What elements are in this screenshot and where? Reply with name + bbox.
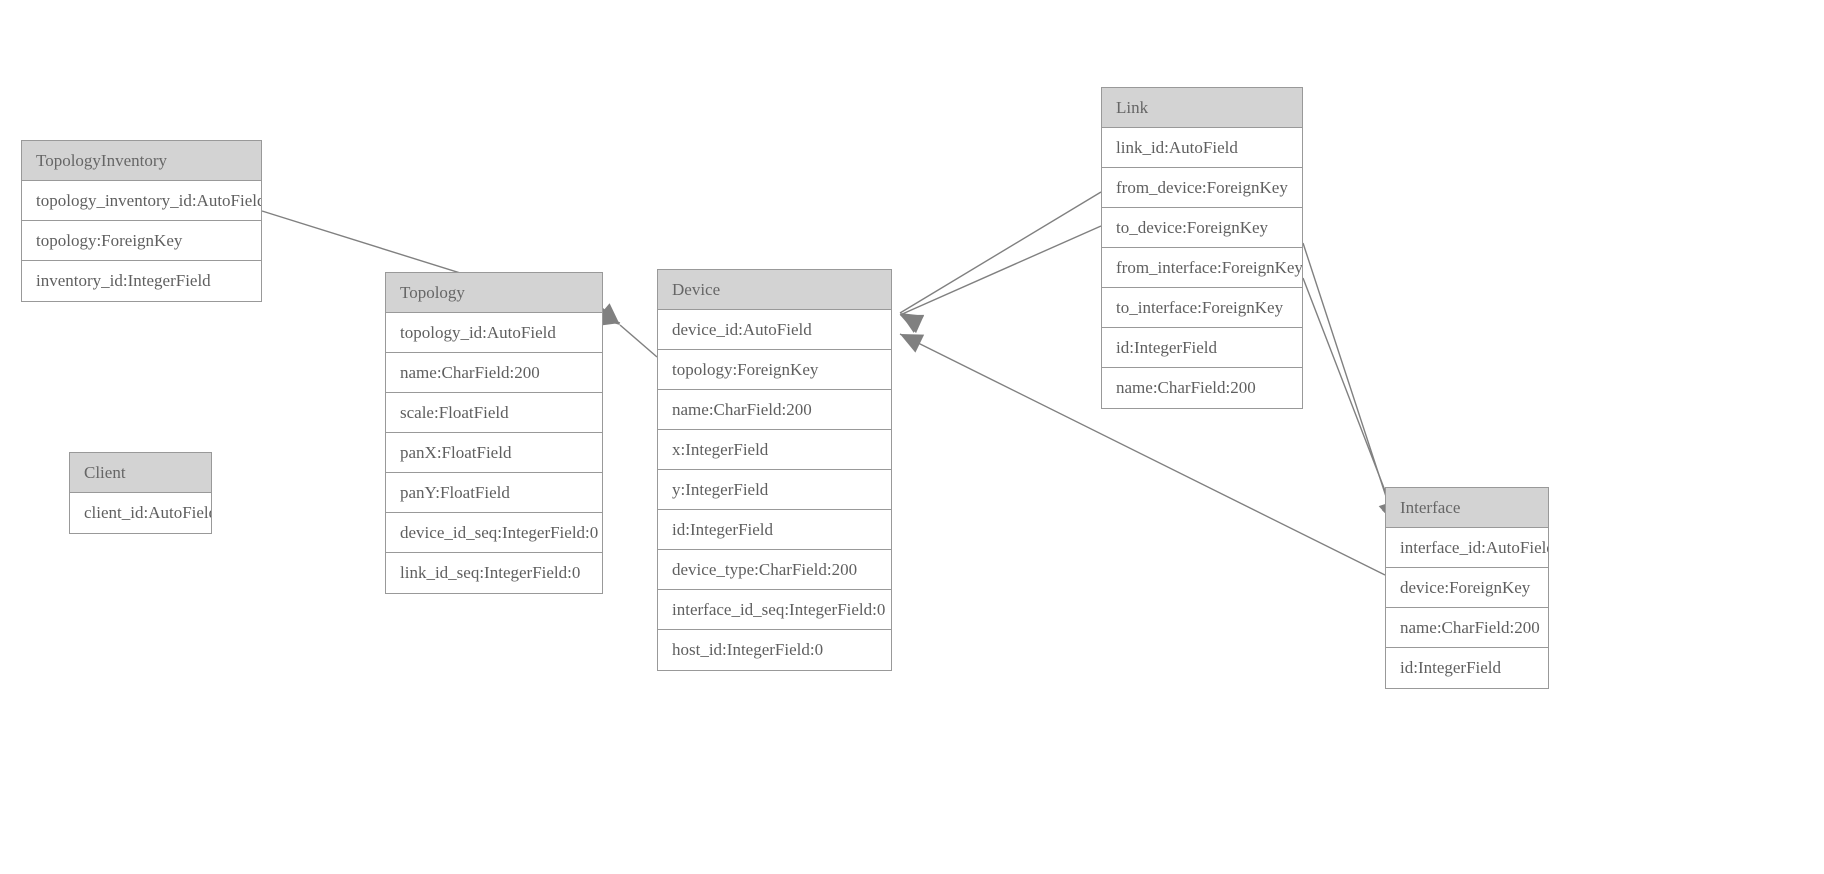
- entity-field-row[interactable]: topology_id:AutoField: [386, 313, 602, 353]
- relationship-line: [619, 324, 658, 358]
- entity-title-client: Client: [70, 453, 211, 493]
- entity-title-topology: Topology: [386, 273, 602, 313]
- entity-field-row[interactable]: host_id:IntegerField:0: [658, 630, 891, 670]
- entity-field-row[interactable]: interface_id:AutoField: [1386, 528, 1548, 568]
- relationship-line: [899, 191, 1102, 314]
- entity-field-row[interactable]: interface_id_seq:IntegerField:0: [658, 590, 891, 630]
- relationship-arrowhead-icon: [900, 314, 925, 334]
- entity-field-row[interactable]: link_id_seq:IntegerField:0: [386, 553, 602, 593]
- entity-field-row[interactable]: device_id:AutoField: [658, 310, 891, 350]
- entity-field-row[interactable]: name:CharField:200: [1386, 608, 1548, 648]
- relationship-rel-device-topology: [596, 303, 658, 358]
- entity-field-row[interactable]: panY:FloatField: [386, 473, 602, 513]
- entity-field-row[interactable]: device_type:CharField:200: [658, 550, 891, 590]
- entity-field-row[interactable]: y:IntegerField: [658, 470, 891, 510]
- entity-field-row[interactable]: device:ForeignKey: [1386, 568, 1548, 608]
- entity-field-row[interactable]: client_id:AutoField: [70, 493, 211, 533]
- entity-field-row[interactable]: from_device:ForeignKey: [1102, 168, 1302, 208]
- entity-field-row[interactable]: name:CharField:200: [658, 390, 891, 430]
- entity-field-row[interactable]: from_interface:ForeignKey: [1102, 248, 1302, 288]
- entity-field-row[interactable]: scale:FloatField: [386, 393, 602, 433]
- entity-field-row[interactable]: topology:ForeignKey: [658, 350, 891, 390]
- entity-title-topology_inventory: TopologyInventory: [22, 141, 261, 181]
- entity-field-row[interactable]: to_device:ForeignKey: [1102, 208, 1302, 248]
- entity-field-row[interactable]: id:IntegerField: [1386, 648, 1548, 688]
- relationship-arrowhead-icon: [900, 334, 925, 353]
- relationship-rel-link-fromdevice-device: [899, 191, 1102, 333]
- entity-field-row[interactable]: link_id:AutoField: [1102, 128, 1302, 168]
- entity-title-device: Device: [658, 270, 891, 310]
- entity-field-row[interactable]: id:IntegerField: [1102, 328, 1302, 368]
- entity-field-row[interactable]: inventory_id:IntegerField: [22, 261, 261, 301]
- relationship-line: [1302, 242, 1396, 525]
- entity-field-row[interactable]: to_interface:ForeignKey: [1102, 288, 1302, 328]
- entity-field-row[interactable]: device_id_seq:IntegerField:0: [386, 513, 602, 553]
- relationship-rel-link-frominterface-interface: [1302, 242, 1398, 525]
- relationship-arrowhead-icon: [900, 313, 925, 333]
- entity-field-row[interactable]: name:CharField:200: [386, 353, 602, 393]
- entity-field-row[interactable]: topology:ForeignKey: [22, 221, 261, 261]
- entity-title-link: Link: [1102, 88, 1302, 128]
- entity-field-row[interactable]: x:IntegerField: [658, 430, 891, 470]
- entity-field-row[interactable]: name:CharField:200: [1102, 368, 1302, 408]
- entity-field-row[interactable]: panX:FloatField: [386, 433, 602, 473]
- relationship-rel-link-todevice-device: [899, 225, 1102, 334]
- entity-title-interface: Interface: [1386, 488, 1548, 528]
- entity-field-row[interactable]: topology_inventory_id:AutoField: [22, 181, 261, 221]
- relationship-line: [899, 225, 1102, 316]
- entity-field-row[interactable]: id:IntegerField: [658, 510, 891, 550]
